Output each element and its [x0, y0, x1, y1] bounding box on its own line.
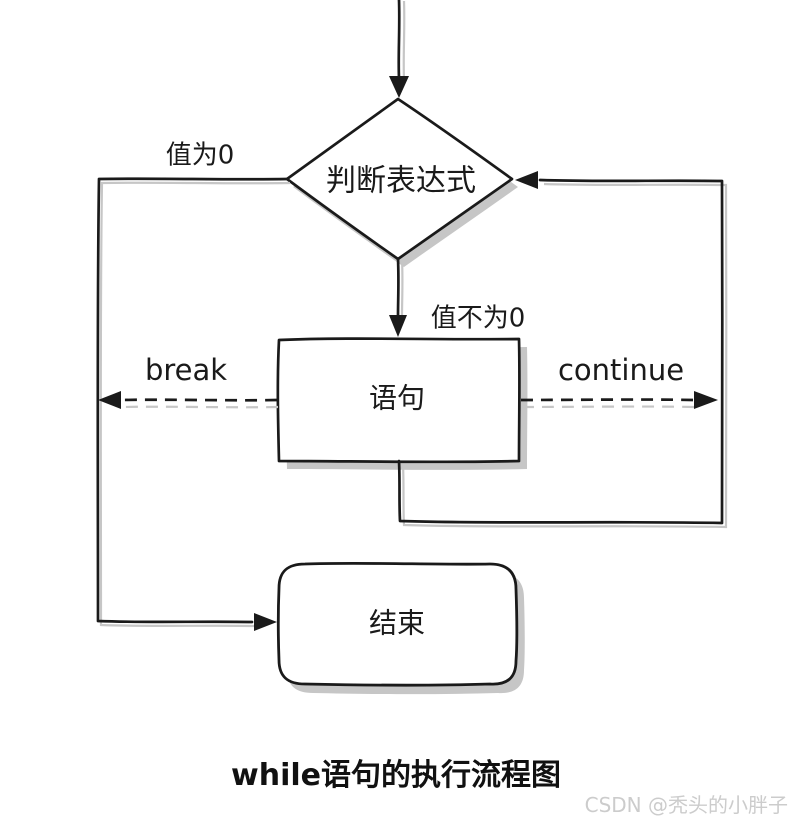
arrow-down-icon	[389, 76, 409, 98]
loop-back-connector	[397, 171, 728, 529]
break-connector	[98, 391, 279, 409]
condition-node-label: 判断表达式	[326, 163, 476, 199]
statement-rect-node	[276, 337, 528, 470]
arrow-right-icon	[694, 391, 718, 409]
condition-true-edge-label: 值不为0	[430, 303, 526, 334]
arrow-left-icon	[98, 391, 121, 409]
false-branch-connector	[96, 177, 291, 631]
arrow-left-icon	[515, 171, 538, 189]
diagram-title: while语句的执行流程图	[231, 758, 561, 793]
true-branch-connector	[389, 257, 407, 337]
break-edge-label: break	[144, 353, 228, 388]
arrow-down-icon	[389, 315, 407, 337]
end-rounded-node	[276, 561, 525, 695]
statement-node-label: 语句	[368, 381, 426, 415]
continue-connector	[520, 391, 718, 409]
continue-edge-label: continue	[557, 353, 685, 388]
entry-connector	[389, 0, 409, 98]
end-node-label: 结束	[368, 606, 426, 640]
condition-false-edge-label: 值为0	[165, 140, 235, 171]
watermark-text: CSDN @秃头的小胖子	[584, 793, 788, 817]
arrow-right-icon	[254, 613, 277, 631]
